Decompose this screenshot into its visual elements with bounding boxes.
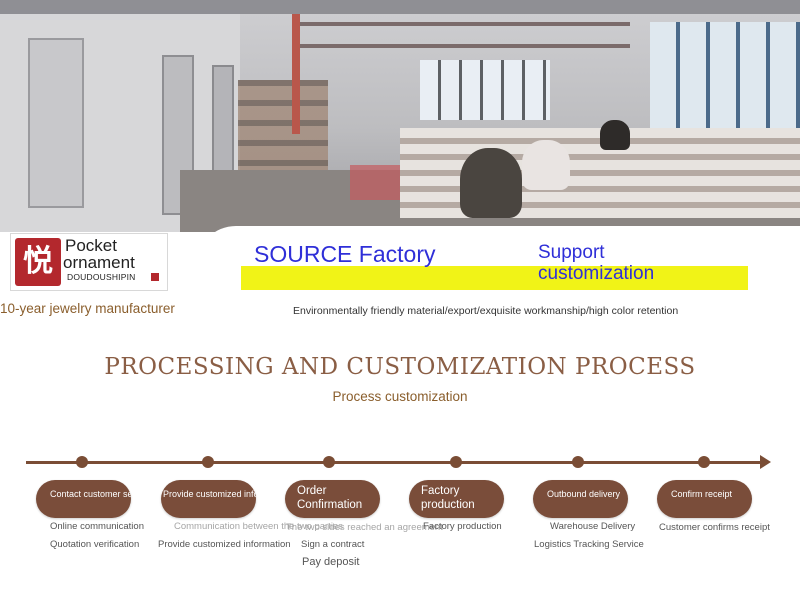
seal-icon: 悦 (15, 238, 61, 286)
timeline-dot (323, 456, 335, 468)
logo-text-line1: Pocket (65, 236, 117, 255)
factory-photo (0, 0, 800, 232)
step-contact-customer-service: Contact customer service (36, 480, 131, 518)
timeline-dot (572, 456, 584, 468)
timeline-dot (202, 456, 214, 468)
step-order-confirmation: Order Confirmation (285, 480, 380, 518)
note-quotation-verification: Quotation verification (50, 539, 140, 550)
logo-subtext: DOUDOUSHIPIN (67, 272, 136, 282)
note-provide-customized-information: Provide customized information (158, 539, 291, 550)
step-provide-customized-information: Provide customized information (161, 480, 256, 518)
note-communication-between: Communication between the two parties (174, 521, 343, 532)
support-customization-heading: Support customization (538, 242, 655, 284)
highlight-bar (241, 266, 748, 290)
timeline-dot (450, 456, 462, 468)
step-factory-production: Factory production (409, 480, 504, 518)
process-subtitle: Process customization (332, 389, 468, 404)
note-warehouse-delivery: Warehouse Delivery (550, 521, 636, 532)
timeline-dot (698, 456, 710, 468)
note-customer-confirms-receipt: Customer confirms receipt (659, 522, 770, 533)
note-logistics-tracking: Logistics Tracking Service (534, 539, 644, 550)
process-title: PROCESSING AND CUSTOMIZATION PROCESS (104, 354, 696, 380)
timeline-dot (76, 456, 88, 468)
note-online-communication: Online communication (50, 521, 144, 532)
timeline-arrow-icon (760, 455, 771, 469)
step-confirm-receipt: Confirm receipt (657, 480, 752, 518)
note-sign-contract: Sign a contract (301, 539, 365, 550)
stamp-icon (151, 273, 159, 281)
note-factory-production: Factory production (423, 521, 502, 532)
material-description: Environmentally friendly material/export… (293, 305, 679, 317)
brand-logo: 悦 Pocket ornament DOUDOUSHIPIN (10, 233, 168, 291)
logo-text-line2: ornament (63, 253, 135, 272)
timeline-line (26, 461, 764, 464)
tagline: 10-year jewelry manufacturer (0, 301, 175, 316)
note-agreement: The two sides reached an agreement (286, 522, 443, 533)
note-pay-deposit: Pay deposit (302, 556, 360, 568)
source-factory-heading: SOURCE Factory (254, 241, 436, 267)
step-outbound-delivery: Outbound delivery (533, 480, 628, 518)
